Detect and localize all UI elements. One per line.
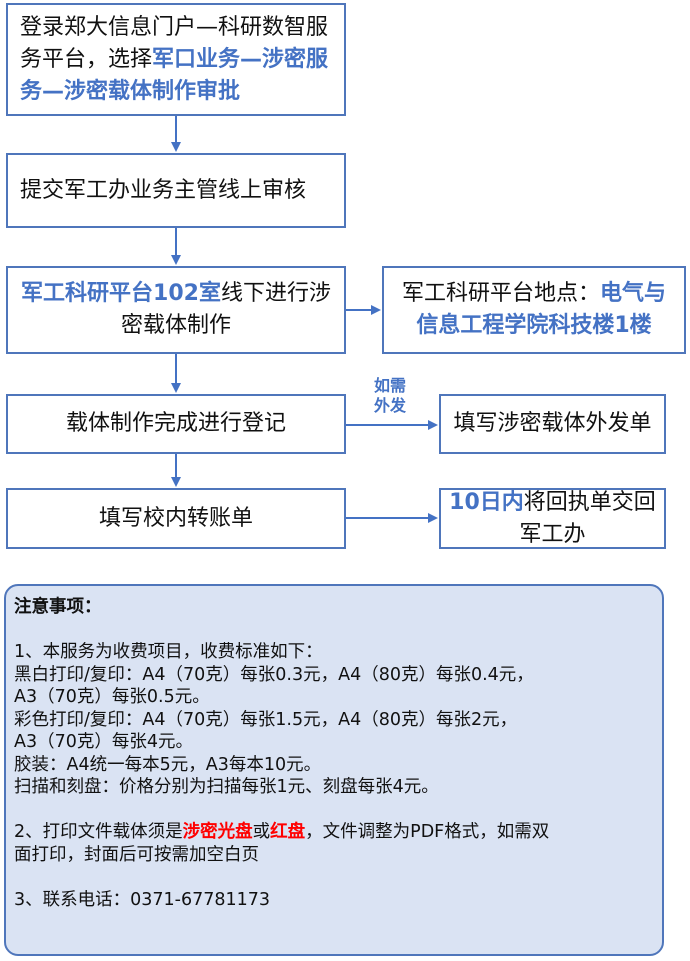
step-register-text: 载体制作完成进行登记	[65, 411, 286, 436]
step-login-platform: 登录郑大信息门户—科研数智服务平台，选择军口业务—涉密服务—涉密载体制作审批	[6, 3, 346, 116]
side-outgoing-form: 填写涉密载体外发单	[439, 394, 666, 454]
notes-item2-line2: 面打印，封面后可按需加空白页	[14, 844, 259, 865]
notes-bw-price-1: 黑白打印/复印：A4（70克）每张0.3元，A4（80克）每张0.4元，	[14, 664, 534, 685]
step-produce-text: 线下进行涉密载体制作	[120, 281, 331, 338]
side-location: 军工科研平台地点：电气与信息工程学院科技楼1楼	[382, 266, 686, 354]
edge-label-if-outgoing: 如需 外发	[366, 376, 414, 416]
edge-label-line2: 外发	[373, 396, 406, 415]
side-outgoing-text: 填写涉密载体外发单	[453, 411, 652, 436]
step-submit-review: 提交军工办业务主管线上审核	[6, 153, 346, 228]
notes-item2-line1: 2、打印文件载体须是涉密光盘或红盘，文件调整为PDF格式，如需双	[14, 821, 654, 844]
notes-title: 注意事项：	[14, 597, 102, 617]
notes-secret-disc: 涉密光盘	[182, 822, 253, 842]
step-login-path: 军口业务—涉密服务—涉密载体制作审批	[20, 46, 329, 104]
notes-bw-price-2: A3（70克）每张0.5元。	[14, 687, 210, 707]
notes-item2-format: ，文件调整为PDF格式，如需双	[305, 822, 550, 842]
notes-color-price-1: 彩色打印/复印：A4（70克）每张1.5元，A4（80克）每张2元，	[14, 709, 518, 730]
notes-binding-price: 胶装：A4统一每本5元，A3每本10元。	[14, 754, 322, 775]
notes-item1-intro: 1、本服务为收费项目，收费标准如下：	[14, 642, 323, 662]
step-produce-carrier: 军工科研平台102室线下进行涉密载体制作	[6, 266, 346, 354]
step-submit-text: 提交军工办业务主管线上审核	[20, 177, 307, 203]
notes-scan-price: 扫描和刻盘：价格分别为扫描每张1元、刻盘每张4元。	[14, 777, 439, 797]
side-deadline-days: 10日内	[449, 489, 524, 515]
side-location-label: 军工科研平台地点：	[401, 281, 600, 306]
side-deadline-text: 将回执单交回军工办	[519, 489, 656, 547]
step-transfer-form: 填写校内转账单	[6, 488, 346, 549]
edge-label-line1: 如需	[373, 376, 406, 395]
notes-contact-phone: 3、联系电话：0371-67781173	[14, 889, 271, 910]
notes-red-disc: 红盘	[270, 822, 306, 842]
side-deadline: 10日内将回执单交回军工办	[439, 488, 666, 549]
flow-connectors	[171, 116, 438, 523]
step-register: 载体制作完成进行登记	[6, 394, 346, 454]
notes-item2-or: 或	[252, 822, 271, 842]
notes-panel: 注意事项： 1、本服务为收费项目，收费标准如下： 黑白打印/复印：A4（70克）…	[4, 584, 664, 956]
side-location-place: 电气与信息工程学院科技楼1楼	[416, 281, 667, 338]
notes-item2-prefix: 2、打印文件载体须是	[14, 822, 183, 842]
step-transfer-text: 填写校内转账单	[98, 505, 253, 531]
notes-color-price-2: A3（70克）每张4元。	[14, 732, 194, 752]
step-login-text: 登录郑大信息门户—科研数智服务平台，选择	[20, 14, 329, 72]
step-produce-room: 军工科研平台102室	[21, 281, 221, 306]
